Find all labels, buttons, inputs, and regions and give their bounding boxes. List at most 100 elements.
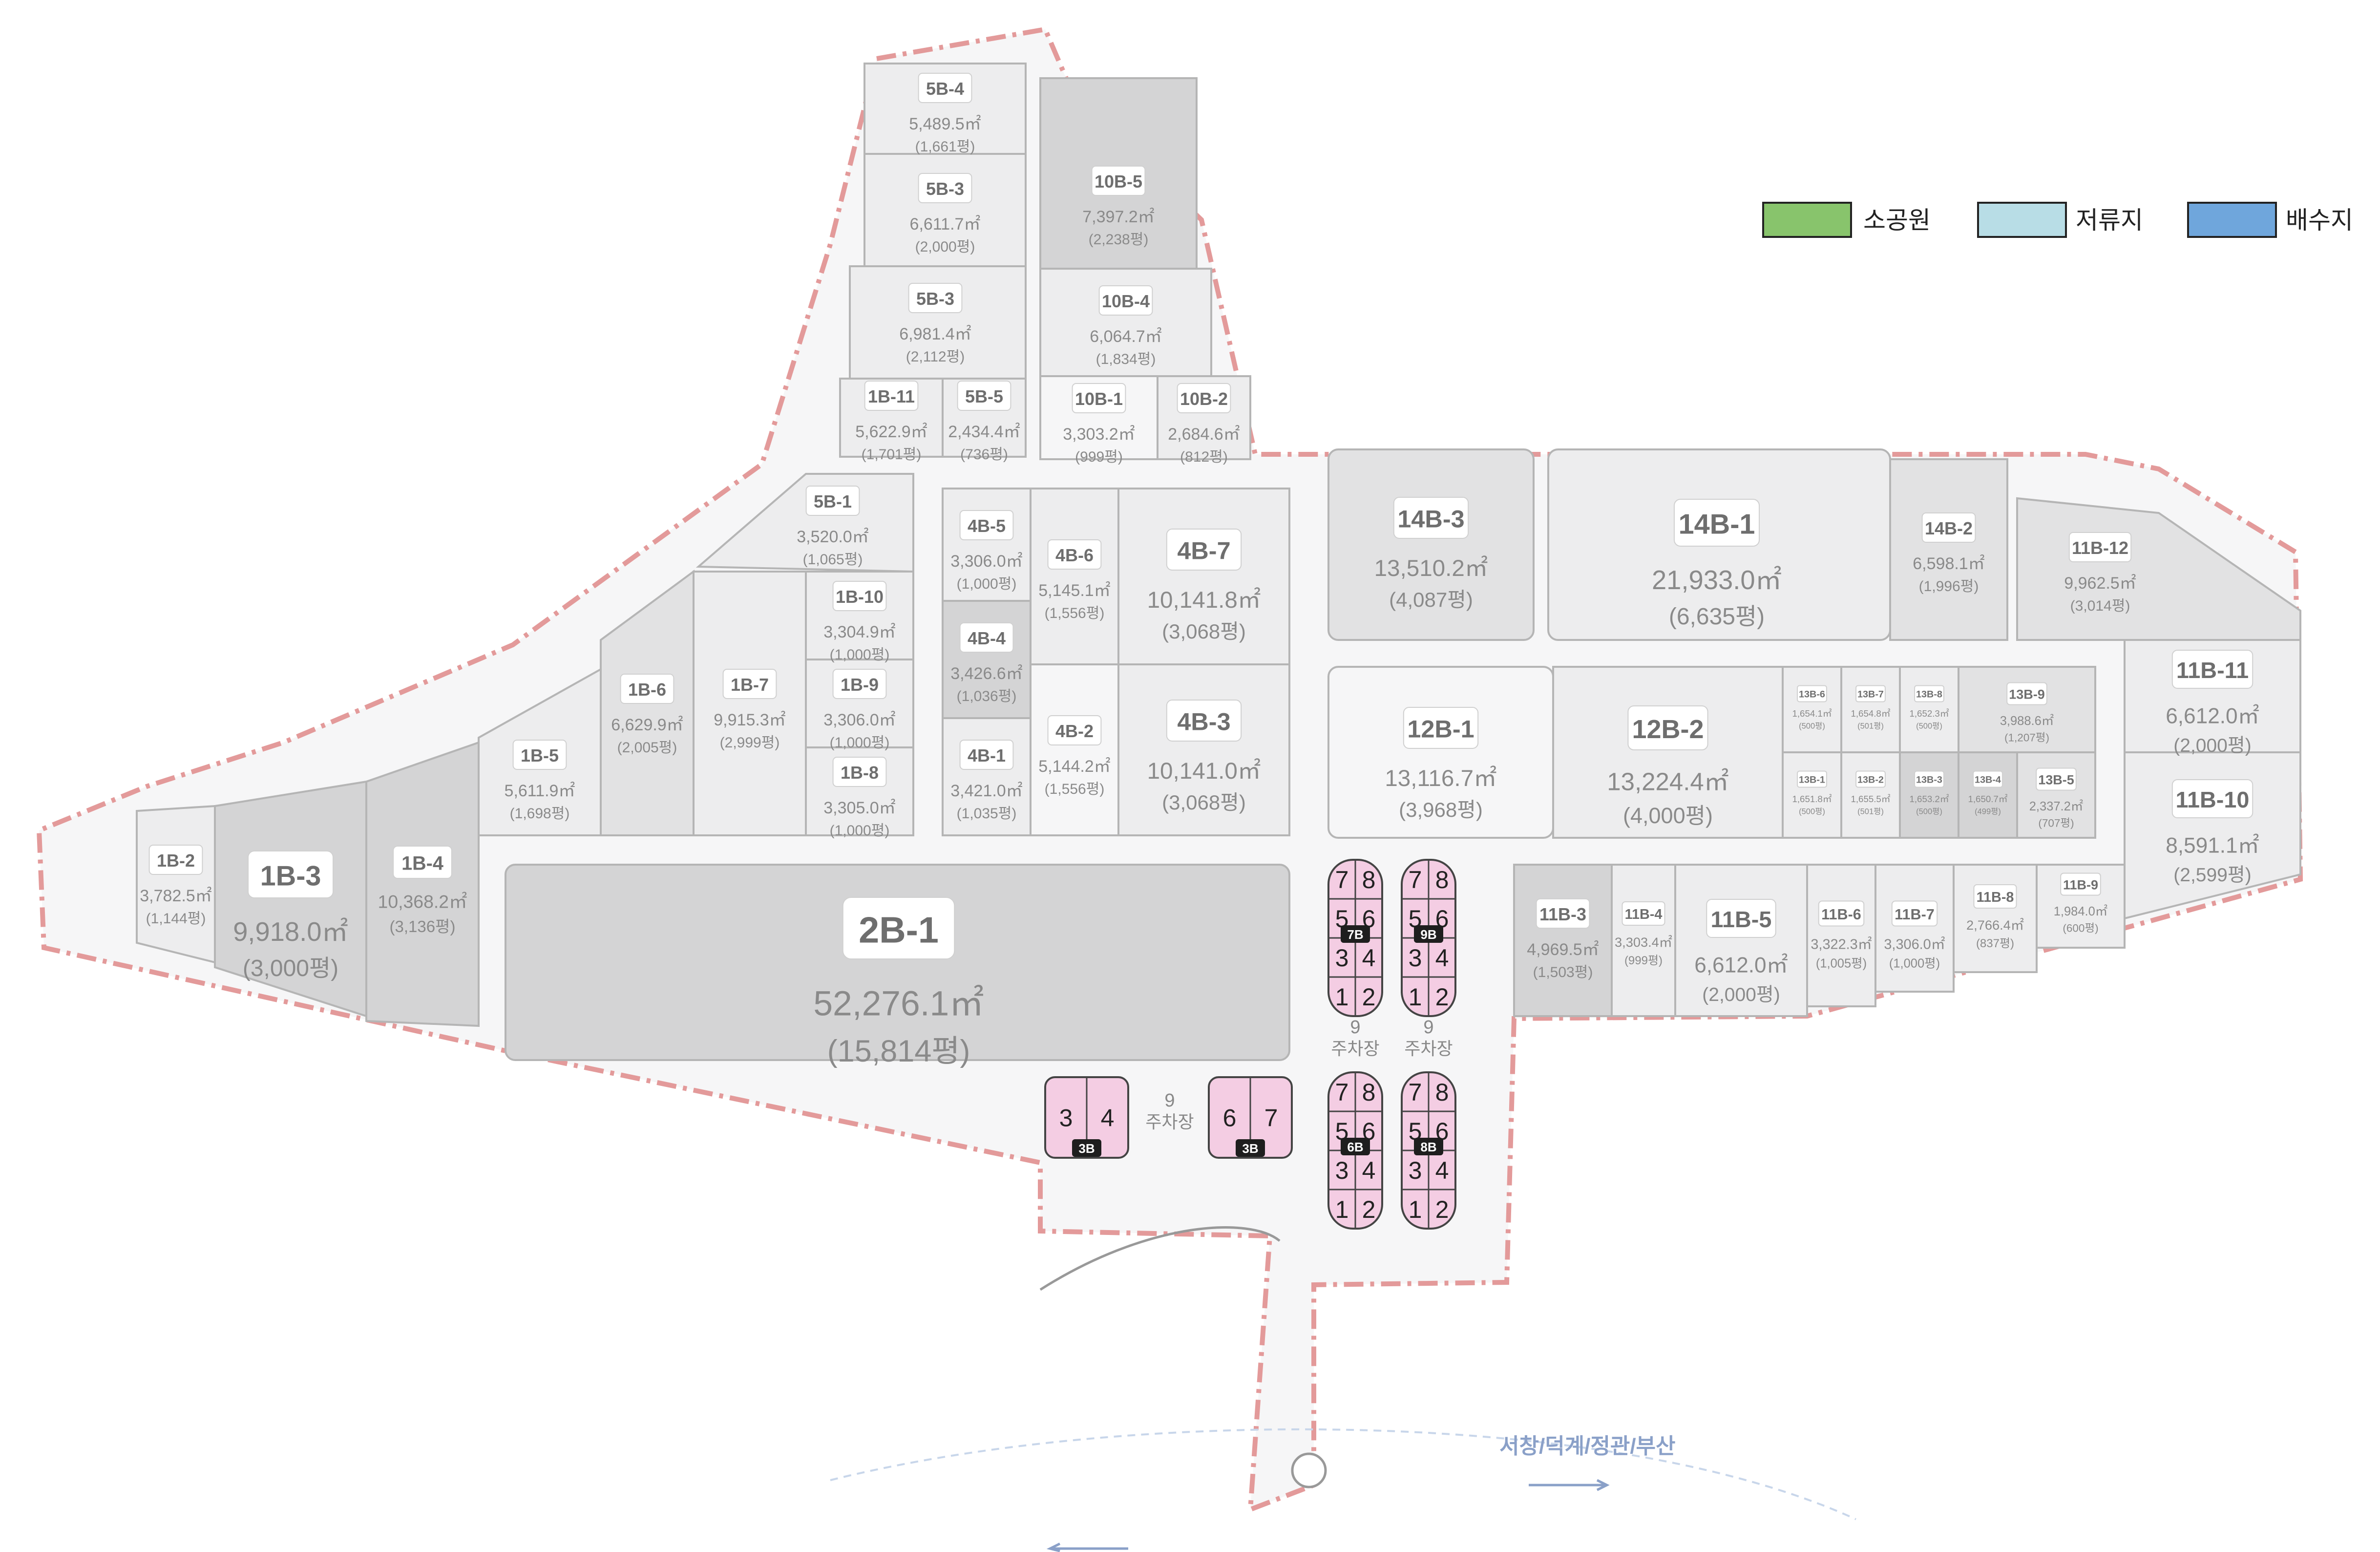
block-slot[interactable]: 1 — [1409, 983, 1422, 1011]
lot-1B-2[interactable] — [136, 805, 216, 964]
lot-area: 3,520.0㎡ — [797, 528, 868, 546]
lot-area: 9,962.5㎡ — [2064, 574, 2136, 593]
lot-13B-3[interactable] — [1899, 751, 1959, 839]
block-slot[interactable]: 8 — [1435, 866, 1449, 893]
block-slot[interactable]: 2 — [1362, 983, 1376, 1011]
block-slot[interactable]: 8 — [1435, 1079, 1449, 1106]
lot-area: 10,141.0㎡ — [1147, 758, 1261, 784]
lot-2B-1[interactable] — [505, 864, 1290, 1061]
block-slot[interactable]: 2 — [1435, 983, 1449, 1011]
lot-1B-7[interactable] — [693, 571, 807, 836]
lot-13B-5[interactable] — [2016, 751, 2096, 839]
lot-13B-8[interactable] — [1899, 666, 1959, 753]
lot-12B-2[interactable] — [1552, 666, 1784, 839]
lot-area: 8,591.1㎡ — [2166, 834, 2259, 858]
lot-label-13B-5: 13B-52,337.2㎡(707평) — [2029, 767, 2083, 829]
legend: 소공원 저류지 배수지 — [1762, 202, 2353, 238]
roundabout — [1291, 1452, 1327, 1488]
lot-13B-9[interactable] — [1958, 666, 2096, 753]
lot-label-11B-9: 11B-91,984.0㎡(600평) — [2054, 872, 2107, 935]
lot-label-5B-3: 5B-36,611.7㎡(2,000평) — [910, 173, 980, 255]
lot-code: 5B-3 — [926, 179, 964, 199]
lot-5B-5[interactable] — [942, 378, 1027, 458]
block-slot[interactable]: 8 — [1362, 866, 1376, 893]
lot-13B-2[interactable] — [1840, 751, 1901, 839]
lot-code-badge — [2171, 650, 2254, 689]
lot-4B-5[interactable] — [942, 488, 1032, 602]
block-slot[interactable]: 4 — [1362, 1157, 1376, 1184]
block-slot[interactable]: 3 — [1335, 944, 1349, 972]
block-slot[interactable]: 8 — [1362, 1079, 1376, 1106]
lot-4B-6[interactable] — [1030, 488, 1119, 665]
block-slot[interactable]: 7 — [1264, 1105, 1278, 1132]
lot-11B-6[interactable] — [1806, 864, 1876, 1007]
lot-code-badge — [247, 850, 334, 898]
lot-4B-3[interactable] — [1117, 663, 1290, 836]
lot-code: 5B-3 — [916, 289, 954, 309]
lot-label-10B-4: 10B-46,064.7㎡(1,834평) — [1090, 285, 1162, 367]
lot-4B-4[interactable] — [942, 600, 1032, 719]
lot-11B-7[interactable] — [1875, 864, 1955, 993]
lot-code: 11B-11 — [2176, 658, 2249, 683]
lot-pyeong: (600평) — [2063, 922, 2098, 935]
lot-label-1B-5: 1B-55,611.9㎡(1,698평) — [505, 740, 575, 822]
block-slot[interactable]: 4 — [1362, 944, 1376, 972]
lot-code-badge — [1914, 685, 1944, 702]
lot-4B-7[interactable] — [1117, 488, 1290, 665]
block-slot[interactable]: 7 — [1409, 1079, 1422, 1106]
lot-11B-4[interactable] — [1611, 864, 1676, 1017]
lot-pyeong: (3,136평) — [390, 917, 456, 935]
block-slot[interactable]: 4 — [1101, 1105, 1115, 1132]
lot-14B-3[interactable] — [1327, 448, 1535, 641]
lot-11B-5[interactable] — [1674, 864, 1808, 1017]
lot-code: 4B-1 — [968, 745, 1006, 765]
block-slot[interactable]: 7 — [1335, 1079, 1349, 1106]
lot-code-badge — [1393, 497, 1469, 539]
lot-code: 13B-6 — [1799, 689, 1825, 700]
lot-4B-1[interactable] — [942, 717, 1032, 836]
block-slot[interactable]: 1 — [1335, 983, 1349, 1011]
lot-code: 11B-12 — [2072, 538, 2128, 558]
block-slot[interactable]: 3 — [1059, 1105, 1073, 1132]
block-slot[interactable]: 6 — [1223, 1105, 1237, 1132]
lot-pyeong: (837평) — [1976, 937, 2014, 950]
block-slot[interactable]: 4 — [1435, 1157, 1449, 1184]
block-slot[interactable]: 1 — [1409, 1196, 1422, 1223]
lot-14B-2[interactable] — [1889, 458, 2008, 641]
block-slot[interactable]: 3 — [1409, 1157, 1422, 1184]
lot-code-badge — [1047, 715, 1102, 745]
block-slot[interactable]: 1 — [1335, 1196, 1349, 1223]
lot-code: 11B-10 — [2176, 787, 2250, 812]
lot-code-badge — [1673, 499, 1760, 547]
lot-13B-4[interactable] — [1958, 751, 2018, 839]
lot-code: 1B-3 — [260, 860, 321, 892]
lot-11B-10[interactable] — [2124, 751, 2301, 920]
lot-area: 1,651.8㎡ — [1792, 794, 1832, 804]
lot-area: 5,622.9㎡ — [855, 423, 927, 441]
lot-13B-7[interactable] — [1840, 666, 1901, 753]
lot-code-badge — [1921, 512, 1976, 543]
block-slot[interactable]: 3 — [1409, 944, 1422, 972]
lot-13B-6[interactable] — [1782, 666, 1842, 753]
block-badge-label: 8B — [1420, 1140, 1436, 1154]
lot-label-4B-5: 4B-53,306.0㎡(1,000평) — [950, 510, 1023, 592]
lot-5B-3-a[interactable] — [864, 153, 1027, 267]
block-slot[interactable]: 4 — [1435, 944, 1449, 972]
lot-label-10B-5: 10B-57,397.2㎡(2,238평) — [1082, 166, 1155, 248]
block-slot[interactable]: 7 — [1335, 866, 1349, 893]
block-slot[interactable]: 2 — [1435, 1196, 1449, 1223]
lot-pyeong: (3,068평) — [1162, 620, 1246, 643]
lot-1B-4[interactable] — [365, 741, 480, 1027]
lot-code-badge — [959, 622, 1014, 653]
lot-4B-2[interactable] — [1030, 663, 1119, 836]
block-slot[interactable]: 2 — [1362, 1196, 1376, 1223]
lot-code-badge — [2036, 767, 2077, 791]
block-slot[interactable]: 7 — [1409, 866, 1422, 893]
block-slot[interactable]: 3 — [1335, 1157, 1349, 1184]
